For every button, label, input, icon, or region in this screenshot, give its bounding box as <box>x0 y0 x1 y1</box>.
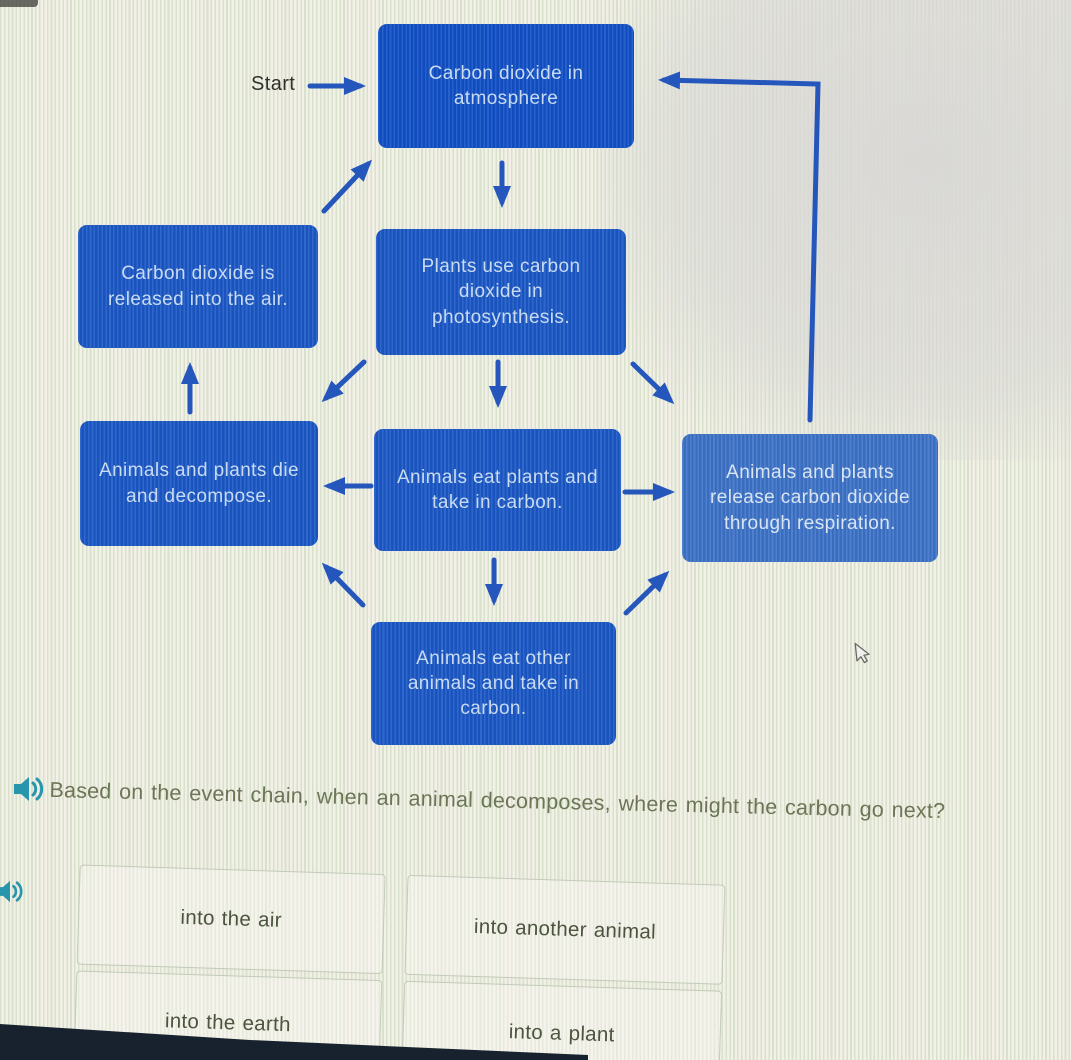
node-released: Carbon dioxide is released into the air. <box>78 225 318 348</box>
node-photosynthesis: Plants use carbon dioxide in photosynthe… <box>376 229 626 355</box>
node-eat-animals: Animals eat other animals and take in ca… <box>371 622 616 745</box>
arrow-released-to-atmosphere <box>321 159 373 214</box>
start-label: Start <box>251 73 296 95</box>
speaker-icon[interactable] <box>0 878 29 908</box>
answer-options: into the air into another animal into th… <box>0 856 780 1060</box>
arrow-eat-animals-to-respiration <box>623 570 670 616</box>
answer-option-into-a-plant[interactable]: into a plant <box>401 980 723 1060</box>
answer-label: into another animal <box>473 914 657 944</box>
answer-label: into the air <box>180 905 283 932</box>
node-respiration: Animals and plants release carbon dioxid… <box>682 434 938 562</box>
arrow-photosynthesis-to-decompose <box>321 359 367 403</box>
node-atmosphere: Carbon dioxide in atmosphere <box>378 24 634 148</box>
answer-label: into a plant <box>508 1020 615 1047</box>
arrow-photosynthesis-to-respiration <box>630 361 675 405</box>
node-decompose: Animals and plants die and decompose. <box>80 421 318 546</box>
node-eat-plants: Animals eat plants and take in carbon. <box>374 429 621 551</box>
answer-option-into-the-air[interactable]: into the air <box>76 864 386 975</box>
answer-label: into the earth <box>164 1009 292 1037</box>
arrow-respiration-to-atmosphere <box>658 71 821 423</box>
arrow-eat-animals-to-decompose <box>321 562 366 608</box>
speaker-icon[interactable] <box>12 774 46 804</box>
answer-option-into-another-animal[interactable]: into another animal <box>404 874 726 985</box>
answer-option-into-the-earth[interactable]: into the earth <box>73 970 383 1060</box>
